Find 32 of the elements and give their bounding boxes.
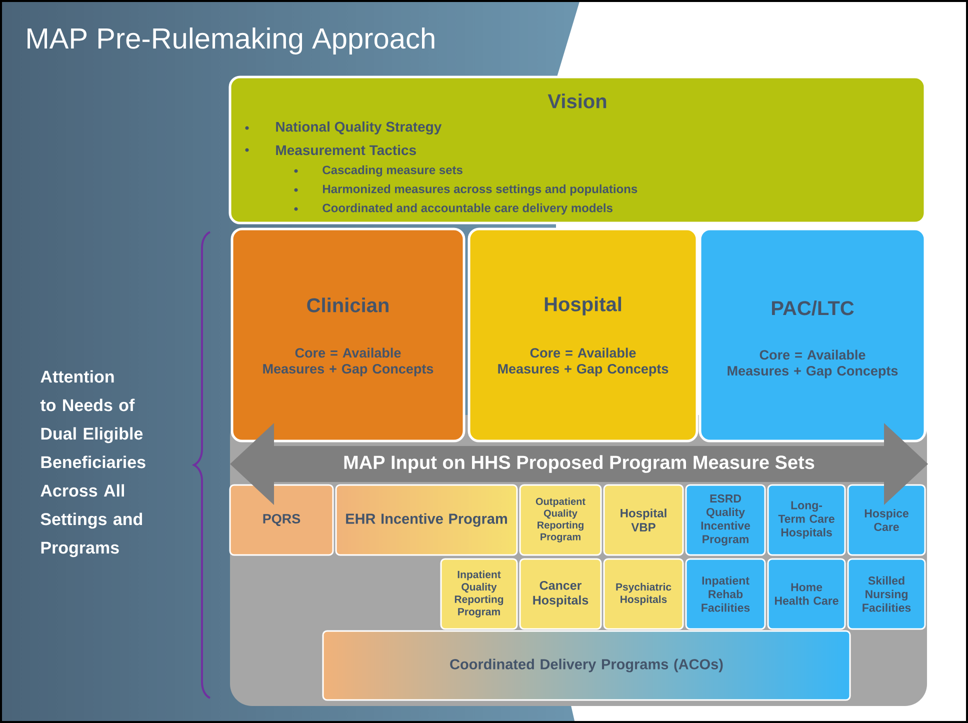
program-box: EHR Incentive Program [335,484,518,556]
box-heading: Clinician [307,298,388,312]
category-box [230,228,466,442]
program-box: Coordinated Delivery Programs (ACOs) [322,630,851,701]
program-box: Inpatient Rehab Facilities [685,558,766,630]
box-heading: Hospital [544,296,622,316]
program-box: Hospital VBP [603,484,684,556]
box-text: Core = Available Measures + Gap Concepts [728,350,898,378]
program-box: Outpatient Quality Reporting Program [519,484,602,556]
vision-box [228,76,926,224]
program-box: Psychiatric Hospitals [603,558,684,630]
box-heading: Vision [548,94,606,108]
box-text: Core = Available Measures + Gap Concepts [263,348,434,376]
box-text: Core = Available Measures + Gap Concepts [498,348,668,376]
program-box: Hospice Care [847,484,926,556]
bullet-item: Harmonized measures across settings and populations [294,184,638,196]
program-box: ESRD Quality Incentive Program [685,484,766,556]
category-box [698,228,926,442]
side-note: Attention to Needs of Dual Eligible Beneficiaries Across All Settings and Programs [40,370,146,558]
bullet-item: Cascading measure sets [294,165,462,177]
box-heading: PAC/LTC [772,300,854,316]
program-box: Long-Term Care Hospitals [767,484,846,556]
program-box: Skilled Nursing Facilities [847,558,926,630]
program-box: Inpatient Quality Reporting Program [440,558,518,630]
category-box [468,228,698,442]
slide-title: MAP Pre-Rulemaking Approach [28,27,434,55]
bullet-item: Coordinated and accountable care delivery models [294,203,612,215]
program-box: Cancer Hospitals [519,558,602,630]
bullet-item: National Quality Strategy [245,121,442,135]
bullet-item: Measurement Tactics [245,144,416,156]
program-box: PQRS [229,484,334,556]
program-box: Home Health Care [767,558,846,630]
